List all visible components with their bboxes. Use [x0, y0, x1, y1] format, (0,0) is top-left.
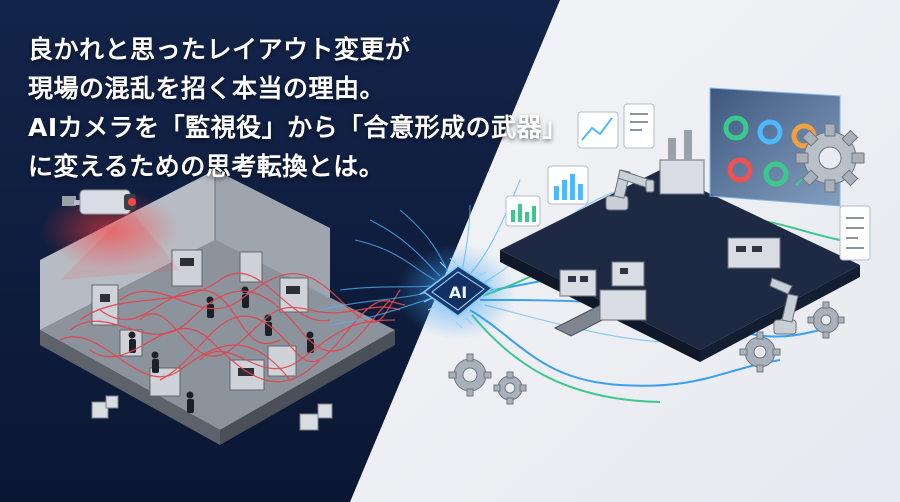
- headline-line-2: 現場の混乱を招く本当の理由。: [28, 74, 386, 103]
- headline-line-3: AIカメラを「監視役」から「合意形成の武器」: [28, 113, 568, 142]
- security-camera-icon: [40, 189, 180, 280]
- dashboard-icon: [505, 87, 871, 261]
- headline-line-1: 良かれと思ったレイアウト変更が: [28, 35, 411, 64]
- gear-icon: [448, 123, 865, 405]
- ai-chip: [396, 244, 516, 340]
- ai-chip-label: AI: [449, 283, 467, 302]
- robot-arm-icon: [605, 169, 799, 335]
- headline-line-4: に変えるための思考転換とは。: [28, 152, 385, 181]
- chaotic-factory-floor: [40, 170, 406, 445]
- headline: 良かれと思ったレイアウト変更が 現場の混乱を招く本当の理由。 AIカメラを「監視…: [28, 30, 568, 186]
- organized-factory-platform: [500, 130, 860, 362]
